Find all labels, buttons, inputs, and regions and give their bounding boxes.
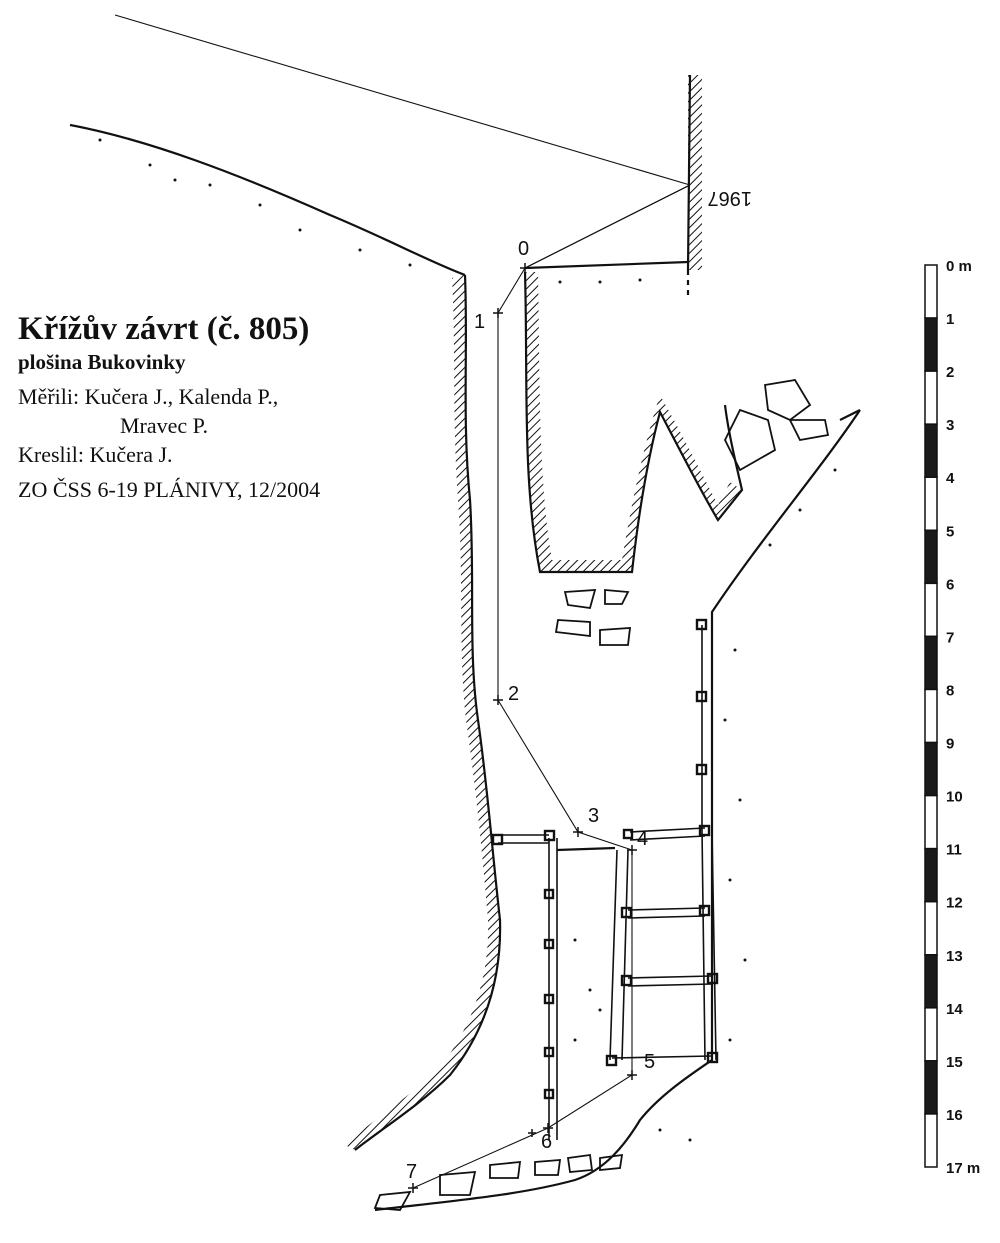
map-title: Křížův závrt (č. 805) — [18, 311, 310, 347]
rubble-dots — [98, 138, 837, 1142]
station-2-label: 2 — [508, 683, 519, 705]
station-1-label: 1 — [474, 311, 485, 333]
station-5-label: 5 — [644, 1051, 655, 1073]
scale-label: 17 m — [946, 1160, 980, 1177]
scale-segment — [924, 954, 938, 1009]
map-legend: Křížův závrt (č. 805) plošina Bukovinky … — [18, 310, 320, 504]
scale-label: 10 — [946, 789, 963, 806]
cave-walls — [69, 74, 861, 1212]
drawn-by: Kreslil: Kučera J. — [18, 442, 173, 467]
scale-label: 12 — [946, 895, 963, 912]
surface-line-left — [69, 123, 466, 277]
scale-label: 16 — [946, 1107, 963, 1124]
scale-segment — [924, 635, 938, 691]
scale-segment — [924, 264, 938, 319]
measured-by: Měřili: Kučera J., Kalenda P., — [18, 384, 279, 409]
scale-label: 15 — [946, 1054, 963, 1071]
scale-segment — [924, 1007, 938, 1062]
scale-label: 14 — [946, 1001, 963, 1018]
surface-line-right — [524, 260, 689, 270]
scale-label: 6 — [946, 576, 954, 593]
scale-segment — [924, 794, 938, 850]
station-4-label: 4 — [637, 828, 648, 850]
passage-edge — [556, 846, 616, 852]
scale-segment — [924, 317, 938, 372]
scale-label: 0 m — [946, 258, 972, 275]
organization-date: ZO ČSS 6-19 PLÁNIVY, 12/2004 — [18, 477, 321, 502]
scale-segment — [924, 423, 938, 478]
scale-segment — [924, 1060, 938, 1115]
scale-segment — [924, 529, 938, 585]
scale-segment — [924, 1113, 938, 1168]
station-0-label: 0 — [518, 238, 529, 260]
measured-by-continued: Mravec P. — [120, 413, 208, 438]
survey-line — [114, 14, 691, 1193]
station-3-label: 3 — [588, 805, 599, 827]
scale-segment — [924, 370, 938, 425]
scale-label: 7 — [946, 629, 954, 646]
scale-label: 5 — [946, 523, 954, 540]
scale-segment — [924, 582, 938, 638]
year-mark: 1967 — [708, 187, 753, 209]
right-wall — [374, 409, 861, 1212]
map-subtitle: plošina Bukovinky — [18, 350, 186, 374]
scale-label: 9 — [946, 736, 954, 753]
scale-segment — [924, 900, 938, 956]
scale-label: 3 — [946, 417, 954, 434]
scale-label: 13 — [946, 948, 963, 965]
scale-label: 2 — [946, 364, 954, 381]
station-7-label: 7 — [406, 1161, 417, 1183]
boulders — [373, 379, 830, 1211]
scale-label: 4 — [946, 470, 955, 487]
scale-label: 11 — [946, 842, 962, 859]
scale-segment — [924, 688, 938, 744]
station-6-label: 6 — [541, 1131, 552, 1153]
scale-label: 1 — [946, 311, 954, 328]
ladders — [491, 618, 719, 1140]
scale-segment — [924, 741, 938, 797]
scale-label: 8 — [946, 682, 954, 699]
scale-segment — [924, 847, 938, 903]
scale-segment — [924, 476, 938, 532]
